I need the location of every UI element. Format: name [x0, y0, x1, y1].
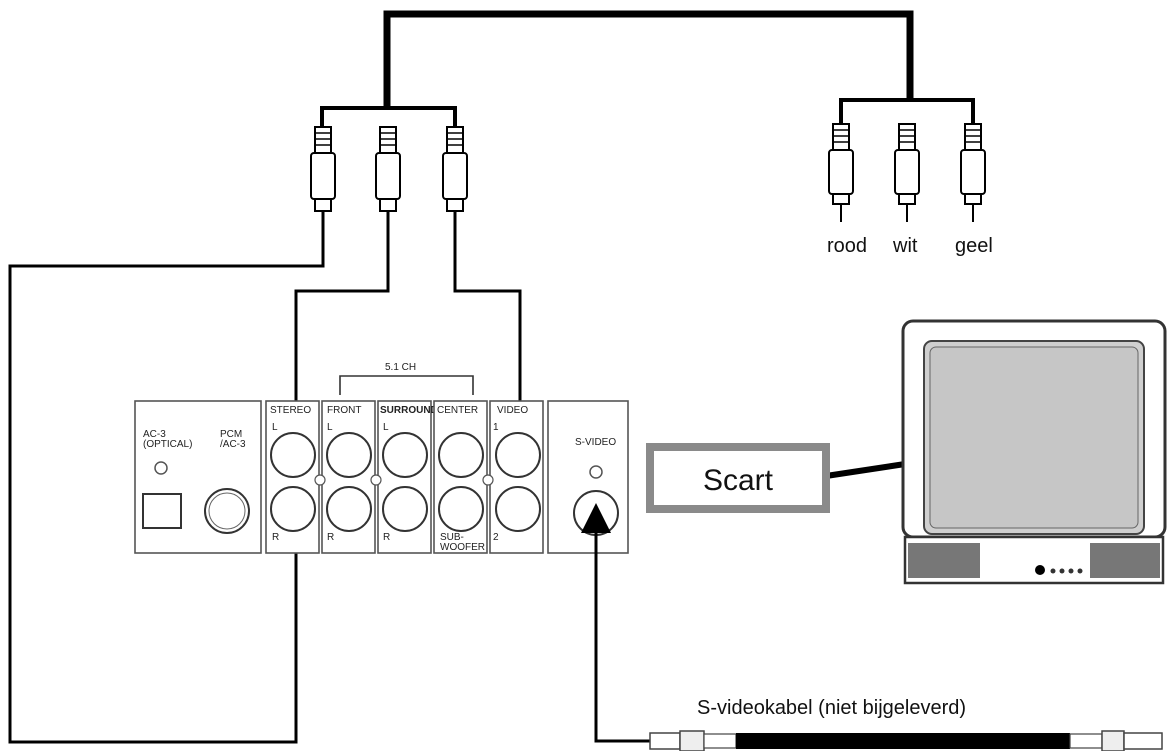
- svideo-cable: [649, 730, 1163, 751]
- jack-stereo-r: [270, 486, 316, 532]
- label-optical: (OPTICAL): [143, 439, 192, 450]
- scart-cable: [825, 461, 906, 479]
- label-ac3: AC-3: [143, 429, 166, 440]
- label-geel: geel: [955, 235, 993, 257]
- rca-plug-right-wit: [894, 123, 920, 222]
- wire-video: [453, 232, 535, 475]
- jack-center: [438, 432, 484, 478]
- label-svideo: S-VIDEO: [575, 437, 616, 448]
- label-surround-l: L: [383, 422, 389, 433]
- tv-icon: [901, 319, 1167, 585]
- wire-stereo-right: [8, 232, 325, 744]
- jack-video-1: [495, 432, 541, 478]
- label-scart: Scart: [703, 464, 774, 497]
- main-av-cable: [383, 10, 914, 108]
- rca-plug-right-geel: [960, 123, 986, 222]
- optical-port: [142, 493, 182, 529]
- rca-plug-left-1: [310, 126, 336, 232]
- label-stereo-l: L: [272, 422, 278, 433]
- bracket-51ch: [339, 375, 474, 395]
- label-svideo-cable: S-videokabel (niet bijgeleverd): [697, 697, 966, 719]
- jack-front-l: [326, 432, 372, 478]
- coaxial-port-inner: [208, 492, 246, 530]
- wire-svideo: [581, 503, 652, 743]
- label-video-1: 1: [493, 422, 499, 433]
- jack-stereo-l: [270, 432, 316, 478]
- rca-plug-right-rood: [828, 123, 854, 222]
- panel-screw-1: [314, 474, 326, 486]
- jack-surround-r: [382, 486, 428, 532]
- rca-plug-left-3: [442, 126, 468, 232]
- panel-screw-3: [482, 474, 494, 486]
- right-cable-split: [839, 98, 975, 125]
- label-front-l: L: [327, 422, 333, 433]
- label-surround: SURROUND: [380, 405, 438, 416]
- panel-screw-2: [370, 474, 382, 486]
- jack-front-r: [326, 486, 372, 532]
- label-pcm: PCM: [220, 429, 242, 440]
- label-video: VIDEO: [497, 405, 528, 416]
- label-center: CENTER: [437, 405, 478, 416]
- label-front: FRONT: [327, 405, 361, 416]
- coaxial-port: [204, 488, 250, 534]
- left-cable-split: [320, 106, 457, 128]
- label-woofer: WOOFER: [440, 542, 485, 553]
- label-sub: SUB-: [440, 532, 464, 543]
- jack-surround-l: [382, 432, 428, 478]
- indicator-svideo: [589, 465, 603, 479]
- wire-stereo-left: [281, 232, 390, 475]
- scart-connector: [646, 443, 830, 513]
- rca-plug-left-2: [375, 126, 401, 232]
- label-stereo: STEREO: [270, 405, 311, 416]
- label-rood: rood: [827, 235, 867, 257]
- label-51ch: 5.1 CH: [385, 362, 416, 373]
- indicator-optical: [154, 461, 168, 475]
- label-front-r: R: [327, 532, 334, 543]
- jack-video-2: [495, 486, 541, 532]
- label-wit: wit: [892, 235, 918, 257]
- label-pcm-ac3: /AC-3: [220, 439, 246, 450]
- jack-subwoofer: [438, 486, 484, 532]
- panel-ac3-pcm: [134, 400, 262, 554]
- label-video-2: 2: [493, 532, 499, 543]
- label-stereo-r: R: [272, 532, 279, 543]
- label-surround-r: R: [383, 532, 390, 543]
